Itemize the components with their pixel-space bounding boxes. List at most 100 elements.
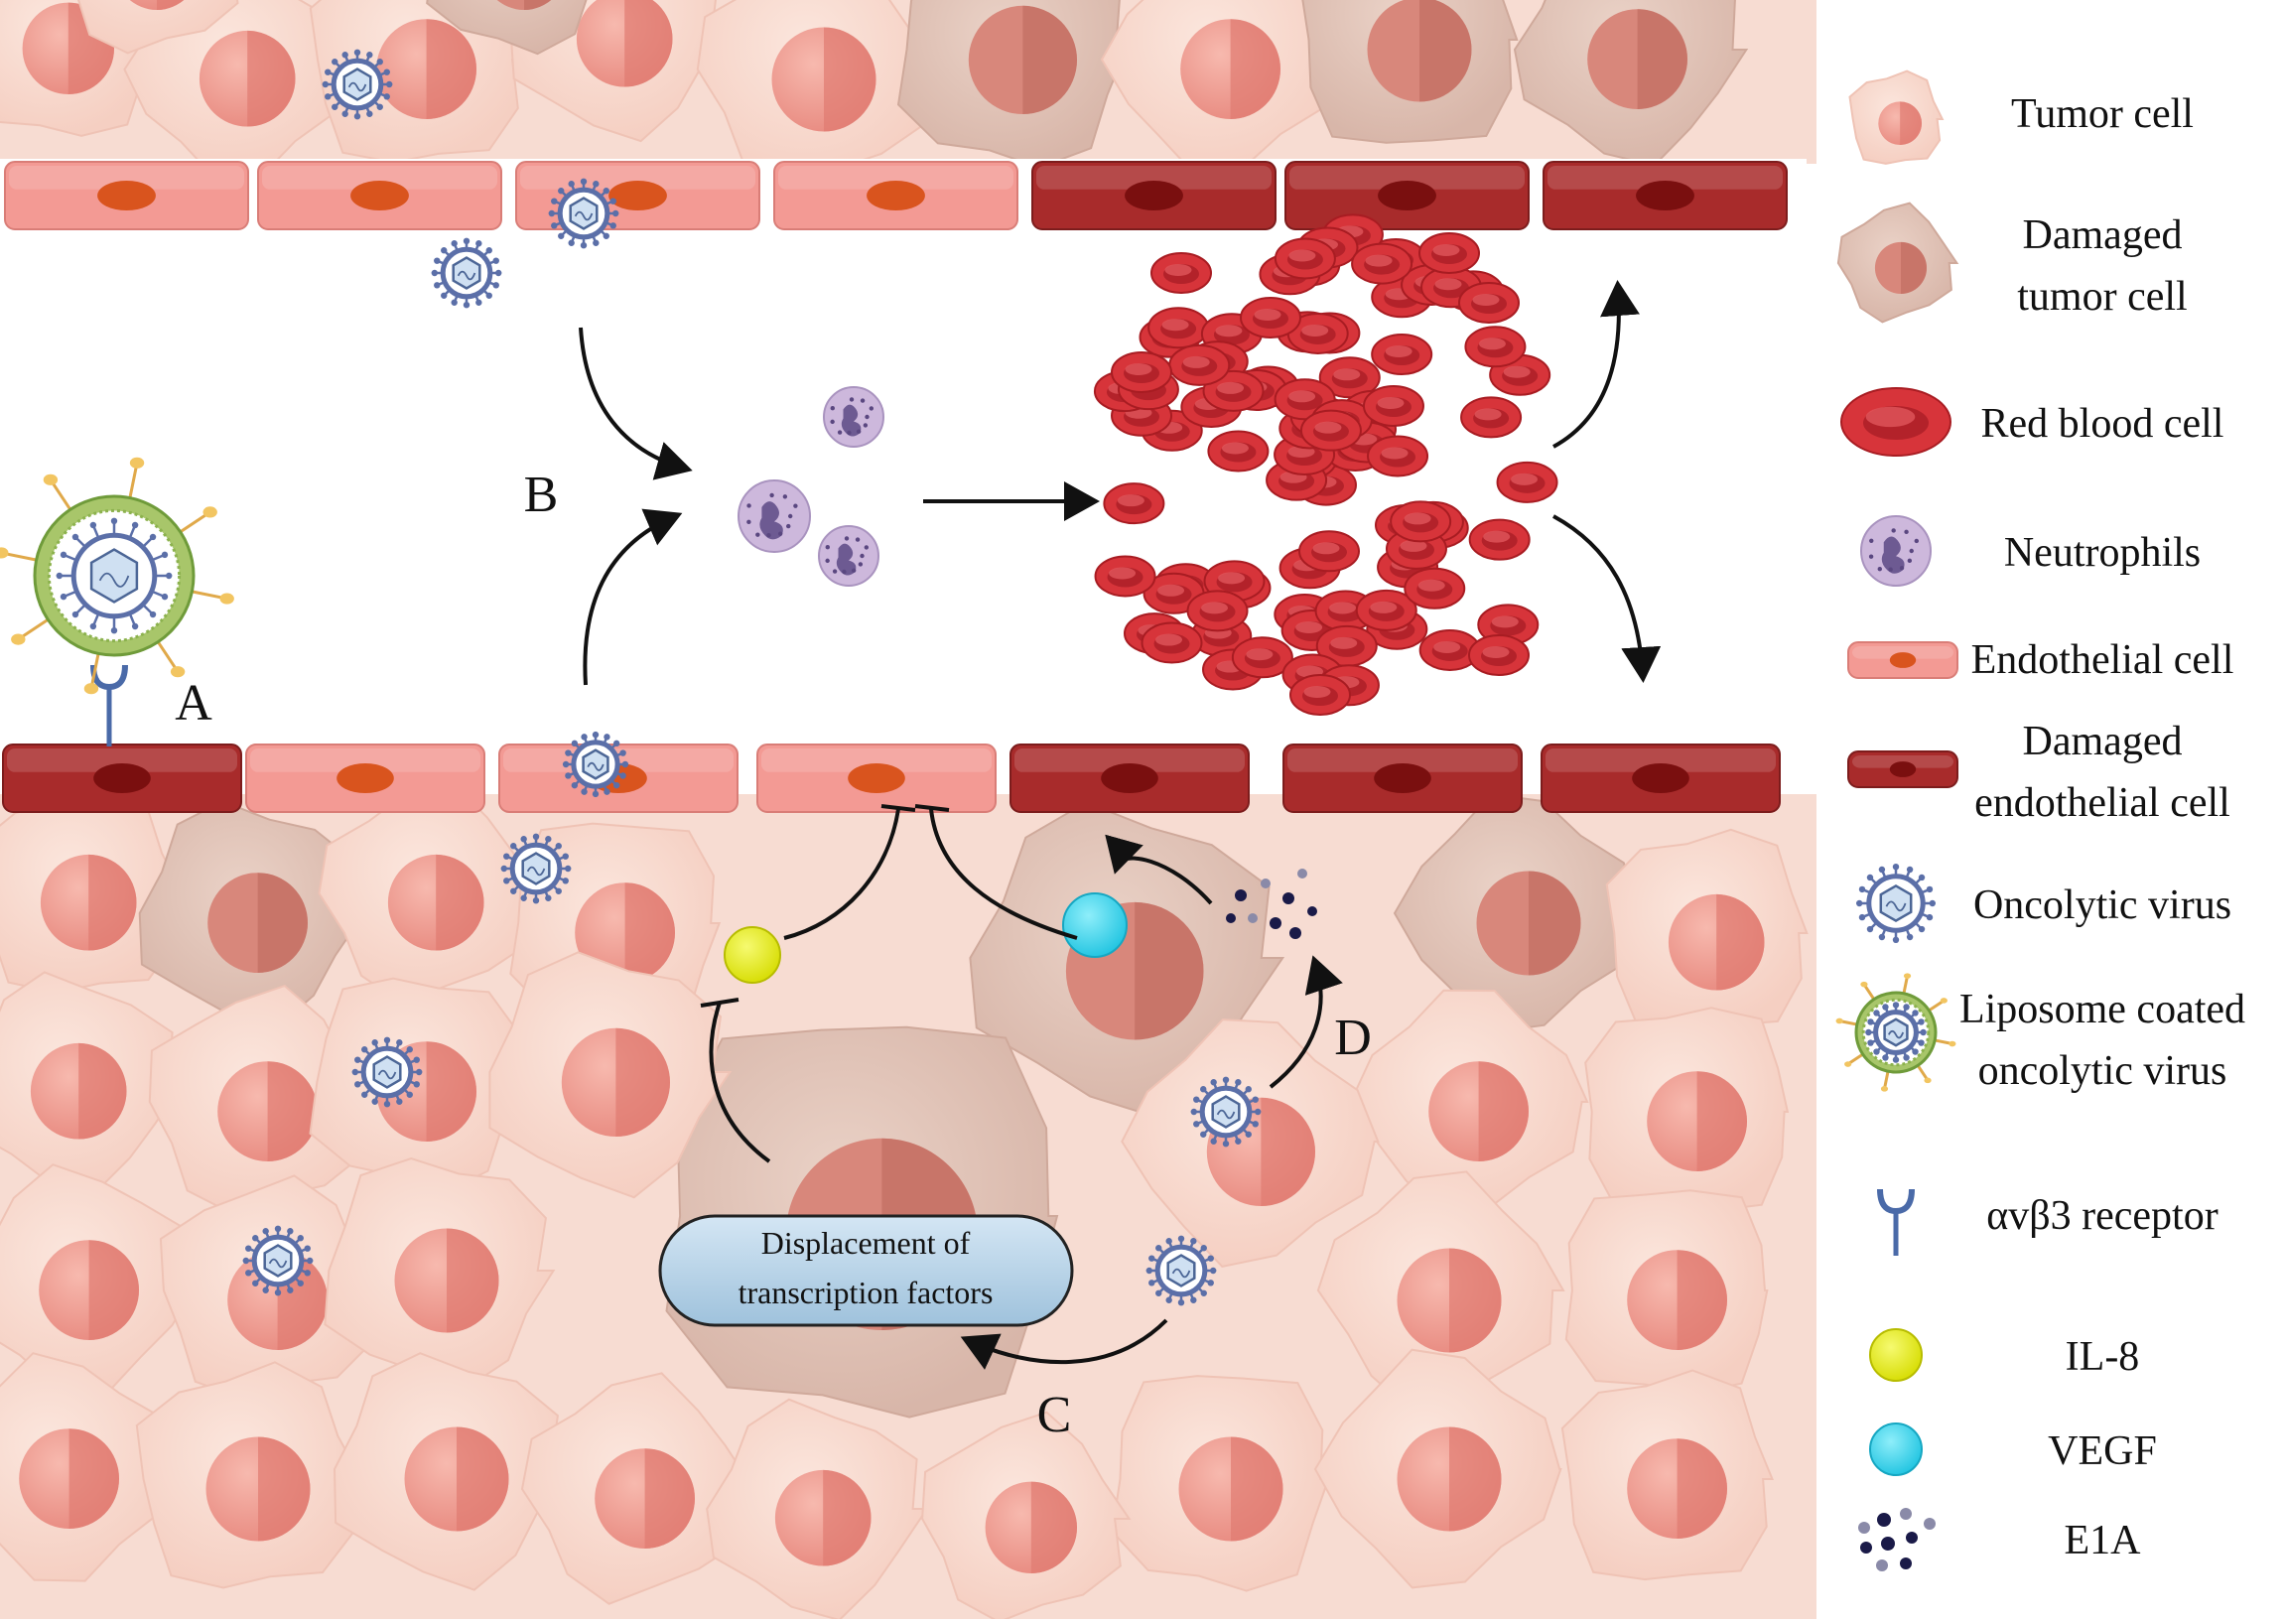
legend-item-tumor: Tumor cell: [1848, 69, 2194, 165]
receptor-legend: [1877, 1188, 1915, 1256]
label-b: B: [524, 467, 559, 523]
legend-item-il8: IL-8: [1869, 1328, 2140, 1382]
red-blood-cell: [1207, 430, 1270, 473]
e1a-particle: [1235, 889, 1247, 901]
legend-label-rbc-1: Red blood cell: [1981, 401, 2224, 447]
e1a-particle: [1297, 869, 1307, 879]
tumor-cell: [0, 1163, 201, 1397]
damaged-endothelial-cell: [1282, 744, 1523, 813]
red-blood-cell: [1362, 384, 1424, 427]
red-blood-cell: [1468, 518, 1531, 561]
damaged-endothelial-cell-icon: [1847, 750, 1958, 788]
red-blood-cell: [1371, 333, 1433, 375]
neutrophil: [738, 479, 811, 553]
damaged-tumor-cell: [426, 0, 588, 56]
endothelial-cell: [245, 744, 485, 813]
box-text-line2: transcription factors: [739, 1275, 994, 1310]
oncolytic-virus: [1190, 1076, 1262, 1148]
transcription-factor-box: Displacement of transcription factors: [658, 1214, 1074, 1327]
tumor-cell: [1349, 989, 1589, 1219]
tumor-cell: [1584, 1007, 1790, 1213]
damaged-endothelial-cell: [1543, 161, 1788, 230]
legend-item-vegf: VEGF: [1869, 1422, 2157, 1476]
tumor-tissue-bottom: [0, 780, 1816, 1624]
tumor-cell: [921, 1411, 1132, 1624]
endothelial-cell: [756, 744, 997, 813]
label-a: A: [175, 675, 212, 732]
vessel-lumen: [0, 159, 1807, 744]
endothelial-cell: [515, 161, 760, 230]
neutrophil: [818, 525, 879, 587]
oncolytic-virus: [548, 178, 619, 249]
liposome-coated-virus-main: [0, 457, 234, 695]
red-blood-cell: [1390, 500, 1452, 543]
inhibit-bar-endothelial-1: [880, 804, 916, 812]
tumor-cell: [135, 1361, 363, 1589]
tumor-cell: [123, 0, 353, 179]
red-blood-cell: [1355, 589, 1417, 631]
e1a-particle: [1248, 913, 1258, 923]
red-blood-cell: [1840, 387, 1951, 457]
legend-label-e1a-1: E1A: [2065, 1518, 2142, 1563]
tumor-tissue-top: [0, 0, 1816, 190]
damaged-endothelial-cell: [1847, 750, 1958, 788]
e1a-particle: [1289, 927, 1301, 939]
endothelial-cell: [498, 744, 739, 813]
tumor-cell: [1313, 1348, 1562, 1589]
red-blood-cell: [1203, 560, 1266, 603]
damaged-tumor-cell: [896, 0, 1128, 169]
legend-label-endothelial-1: Endothelial cell: [1971, 637, 2234, 683]
label-c: C: [1037, 1387, 1072, 1443]
tumor-cell-legend: [1848, 69, 1945, 165]
red-blood-cell: [1141, 621, 1203, 664]
vegf-molecule: [1062, 892, 1128, 958]
tumor-cell: [0, 971, 186, 1195]
damaged-tumor-cell: [1393, 793, 1641, 1033]
arrow-c: [960, 1318, 1168, 1370]
liposome-virus-icon: [1835, 973, 1956, 1092]
legend-item-neutrophil: Neutrophils: [1860, 515, 2201, 587]
red-blood-cell: [1318, 356, 1381, 399]
legend-label-receptor-1: αvβ3 receptor: [1986, 1193, 2218, 1239]
red-blood-cell: [1147, 307, 1210, 349]
arrow-e1a-to-vegf: [1105, 834, 1213, 905]
damaged-tumor-cell-icon: [1836, 202, 1959, 324]
damaged-tumor-cell: [138, 800, 366, 1031]
neutrophil-group: [738, 386, 884, 587]
tumor-cell: [333, 1352, 570, 1591]
liposome-inner-virus: [1865, 1002, 1927, 1063]
liposome-virus-main: [0, 457, 234, 746]
red-blood-cell: [1298, 530, 1361, 573]
tumor-cell: [1111, 1375, 1330, 1592]
legend-label-liposome-2: oncolytic virus: [1978, 1048, 2227, 1094]
tumor-cell: [520, 1372, 756, 1605]
legend-item-rbc: Red blood cell: [1840, 387, 2224, 457]
e1a-particle: [1270, 917, 1281, 929]
oncolytic-virus: [322, 49, 393, 120]
neutrophil: [1860, 515, 1932, 587]
oncolytic-virus-legend: [1856, 864, 1937, 943]
red-blood-cell: [1458, 282, 1520, 324]
legend-label-damaged_tumor-1: Damaged: [2023, 212, 2183, 258]
endothelial-cell: [257, 161, 502, 230]
inhibit-box-to-il8: [709, 1002, 771, 1163]
legend-label-virus-1: Oncolytic virus: [1973, 882, 2231, 928]
red-blood-cell: [1468, 634, 1530, 676]
red-blood-cell: [1315, 624, 1378, 667]
e1a-particle: [1261, 879, 1271, 888]
legend-label-il8-1: IL-8: [2066, 1334, 2140, 1380]
damaged-endothelial-cell: [1284, 161, 1530, 230]
il8-icon: [1869, 1328, 1923, 1382]
arrow-rbc-up: [1552, 280, 1640, 449]
damaged-endothelial-cell: [1541, 744, 1781, 813]
tumor-cell: [77, 0, 239, 55]
red-blood-cell: [1231, 636, 1293, 679]
e1a-icon: [1858, 1508, 1936, 1571]
arrow-b-bottom: [583, 508, 683, 686]
inhibit-il8-to-endothelial: [783, 808, 900, 940]
liposome-coated-virus-legend: [1835, 973, 1956, 1092]
oncolytic-virus: [351, 1036, 423, 1108]
endothelial-layer-top: [4, 161, 1788, 230]
